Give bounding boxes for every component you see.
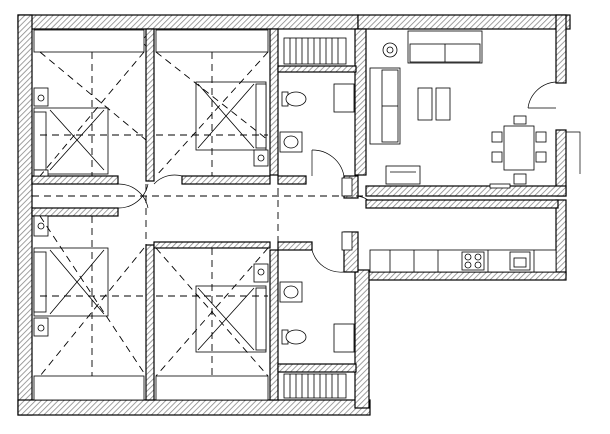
stove-icon	[461, 251, 485, 271]
cabinet	[333, 323, 355, 353]
wardrobe	[33, 29, 145, 53]
coffee-table	[435, 87, 451, 121]
bedroom-bottom-left	[33, 215, 147, 401]
bathroom-bottom	[279, 231, 355, 353]
coffee-table	[417, 87, 433, 121]
lamp-icon	[382, 42, 398, 58]
dashed-lines	[32, 160, 366, 260]
sink-icon	[279, 131, 303, 153]
sofa-icon	[407, 30, 483, 64]
exterior-walls	[17, 14, 571, 416]
bathroom-top	[279, 83, 355, 197]
dining-table-icon	[491, 115, 547, 185]
bed-icon	[33, 247, 109, 317]
bed-icon	[195, 81, 267, 151]
radiator-icon	[283, 37, 347, 65]
sofa-icon	[369, 67, 401, 145]
radiator-icon	[283, 373, 347, 399]
wardrobe	[155, 375, 269, 401]
hallway	[117, 174, 369, 273]
bed-icon	[195, 285, 267, 353]
toilet-icon	[281, 91, 307, 107]
interior-walls	[31, 28, 359, 401]
bedroom-top-middle	[155, 29, 269, 177]
bed-icon	[33, 107, 109, 175]
nightstand	[33, 87, 49, 107]
bedroom-bottom-middle	[155, 247, 269, 401]
nightstand	[33, 215, 49, 237]
tv-icon	[385, 165, 421, 185]
bedroom-top-left	[33, 29, 147, 177]
toilet-icon	[281, 329, 307, 345]
sink-icon	[279, 281, 303, 303]
wardrobe	[33, 375, 145, 401]
cabinet	[333, 83, 355, 113]
sink-icon	[509, 251, 531, 271]
kitchen-corridor	[369, 249, 557, 273]
wardrobe	[155, 29, 269, 53]
living-room	[369, 30, 581, 189]
